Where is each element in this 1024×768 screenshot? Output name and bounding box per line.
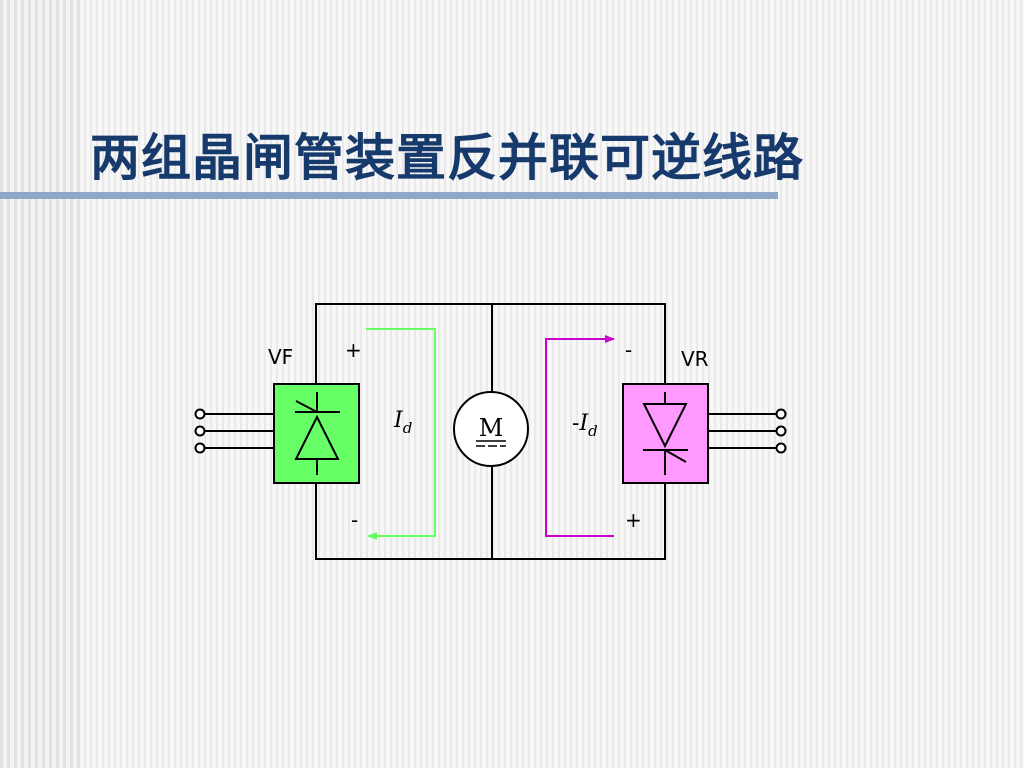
terminal-icon [194,408,206,420]
title-underline [0,192,778,199]
converter-vr: VR - + [622,338,709,532]
vf-bottom-polarity: - [351,508,358,532]
converter-vf-label: VF [268,345,293,369]
vf-top-polarity: + [345,338,362,362]
current-forward: Id [366,328,436,540]
vr-top-polarity: - [625,338,632,362]
current-reverse-label: -Id [572,411,598,440]
converter-vf: VF + - [268,338,362,532]
page-title: 两组晶闸管装置反并联可逆线路 [90,129,804,187]
terminal-icon [775,425,787,437]
thyristor-icon [294,392,340,475]
thyristor-icon [642,392,688,475]
motor-label: M [479,414,504,442]
converter-vr-label: VR [681,347,709,371]
ac-input-right [708,408,787,454]
motor: M [453,391,529,467]
ac-input-left [194,408,274,454]
current-forward-arrow [366,328,436,540]
terminal-icon [775,442,787,454]
current-reverse: -Id [545,335,615,537]
terminal-icon [194,442,206,454]
terminal-icon [194,425,206,437]
current-reverse-arrow [545,335,615,537]
vr-bottom-polarity: + [625,508,642,532]
motor-circle-icon [453,391,529,467]
background-band [0,0,80,768]
current-forward-label: Id [393,408,412,437]
terminal-icon [775,408,787,420]
